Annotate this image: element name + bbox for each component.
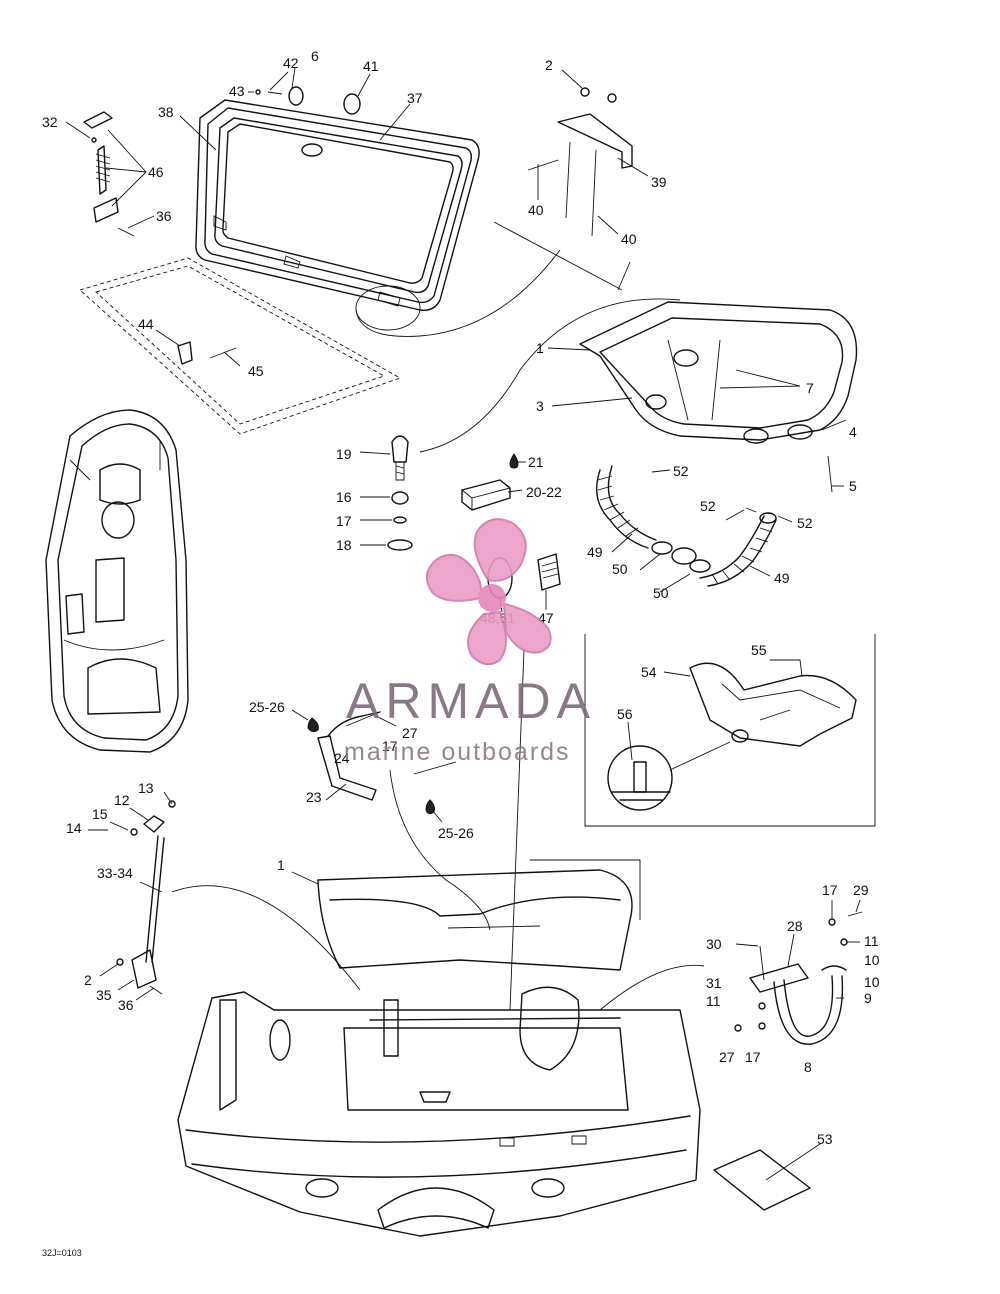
storage-lid-frame [195,99,480,311]
callout-label: 6 [311,48,319,64]
callout-label: 45 [248,363,264,379]
grab-handle [307,711,457,815]
callout-label: 11 [864,933,879,949]
callout-label: 4 [849,424,857,440]
rear-hull-deck [177,649,701,1237]
callout-label: 31 [706,975,722,991]
callout-label: 2 [545,57,553,73]
callout-label: 28 [787,918,803,934]
callout-label: 25-26 [249,699,285,715]
callout-label: 50 [612,561,628,577]
callout-label: 15 [92,806,108,822]
callout-label: 55 [751,642,767,658]
storage-bin [579,301,858,493]
callout-label: 10 [864,974,880,990]
assembly-connector-line [355,249,561,337]
callout-label: 49 [587,544,603,560]
callout-label: 24 [334,750,350,766]
callout-label: 54 [641,664,657,680]
callout-label: 12 [114,792,130,808]
callout-label: 8 [804,1059,812,1075]
detail-box [584,634,876,827]
watermark-tagline: marine outboards [344,738,571,766]
callout-label: 53 [817,1131,833,1147]
callout-label: 49 [774,570,790,586]
callout-label: 25-26 [438,825,474,841]
callout-label: 10 [864,952,880,968]
callout-label: 29 [853,882,869,898]
callout-label: 14 [66,820,82,836]
callout-label: 39 [651,174,667,190]
fastener-stack [387,435,413,551]
callout-label: 42 [283,55,299,71]
detail-circle [355,285,421,331]
callout-label: 52 [797,515,813,531]
callout-label: 32 [42,114,58,130]
callout-label: 11 [706,993,721,1009]
callout-label: 9 [864,990,872,1006]
callout-label: 17 [745,1049,761,1065]
callout-label: 16 [336,489,352,505]
callout-label: 44 [138,316,154,332]
callout-label: 27 [719,1049,735,1065]
callout-label: 46 [148,164,164,180]
callout-label: 40 [528,202,544,218]
callout-label: 30 [706,936,722,952]
storage-tray [79,257,402,435]
callout-label: 1 [536,340,544,356]
callout-label: 50 [653,585,669,601]
watermark-brand: ARMADA [346,673,596,729]
callout-label: 38 [158,104,174,120]
callout-label: 20-22 [526,484,562,500]
callout-label: 2 [84,972,92,988]
hinge-bracket [493,87,633,291]
callout-label: 41 [363,58,379,74]
callout-label: 27 [402,725,418,741]
callout-label: 52 [673,463,689,479]
callout-label: 3 [536,398,544,414]
callout-label: 17 [382,738,398,754]
drain-hoses [596,465,777,587]
callout-label: 21 [528,454,544,470]
armada-watermark: ARMADA marine outboards [344,518,596,766]
bin-connector-curve [419,298,681,453]
callout-label: 19 [336,446,352,462]
callout-label: 37 [407,90,423,106]
callout-label: 52 [700,498,716,514]
callout-label: 40 [621,231,637,247]
callout-label: 56 [617,706,633,722]
callout-label: 1 [277,857,285,873]
latch-hardware [83,111,135,237]
callout-label: 36 [156,208,172,224]
callout-label: 36 [118,997,134,1013]
callout-label: 18 [336,537,352,553]
tie-down-hook [599,911,863,1045]
callout-label: 23 [306,789,322,805]
propeller-logo-icon [425,518,552,666]
callout-label: 17 [336,513,352,529]
adhesive-block [461,453,519,511]
gas-strut [116,800,361,995]
lid-hinge-parts [255,86,361,115]
callout-label: 13 [138,780,154,796]
callout-label: 7 [806,380,814,396]
hull-top-view [45,409,189,753]
callout-label: 5 [849,478,857,494]
callout-label: 33-34 [97,865,133,881]
callout-labels: 32 46 36 42 6 43 41 37 38 2 39 40 40 44 … [42,48,880,1147]
decal-sheet [713,1149,811,1211]
callout-label: 35 [96,987,112,1003]
callout-label: 17 [822,882,838,898]
drawing-code: 32J=0103 [42,1248,82,1258]
leader-lines [65,67,861,1181]
callout-label: 43 [229,83,245,99]
